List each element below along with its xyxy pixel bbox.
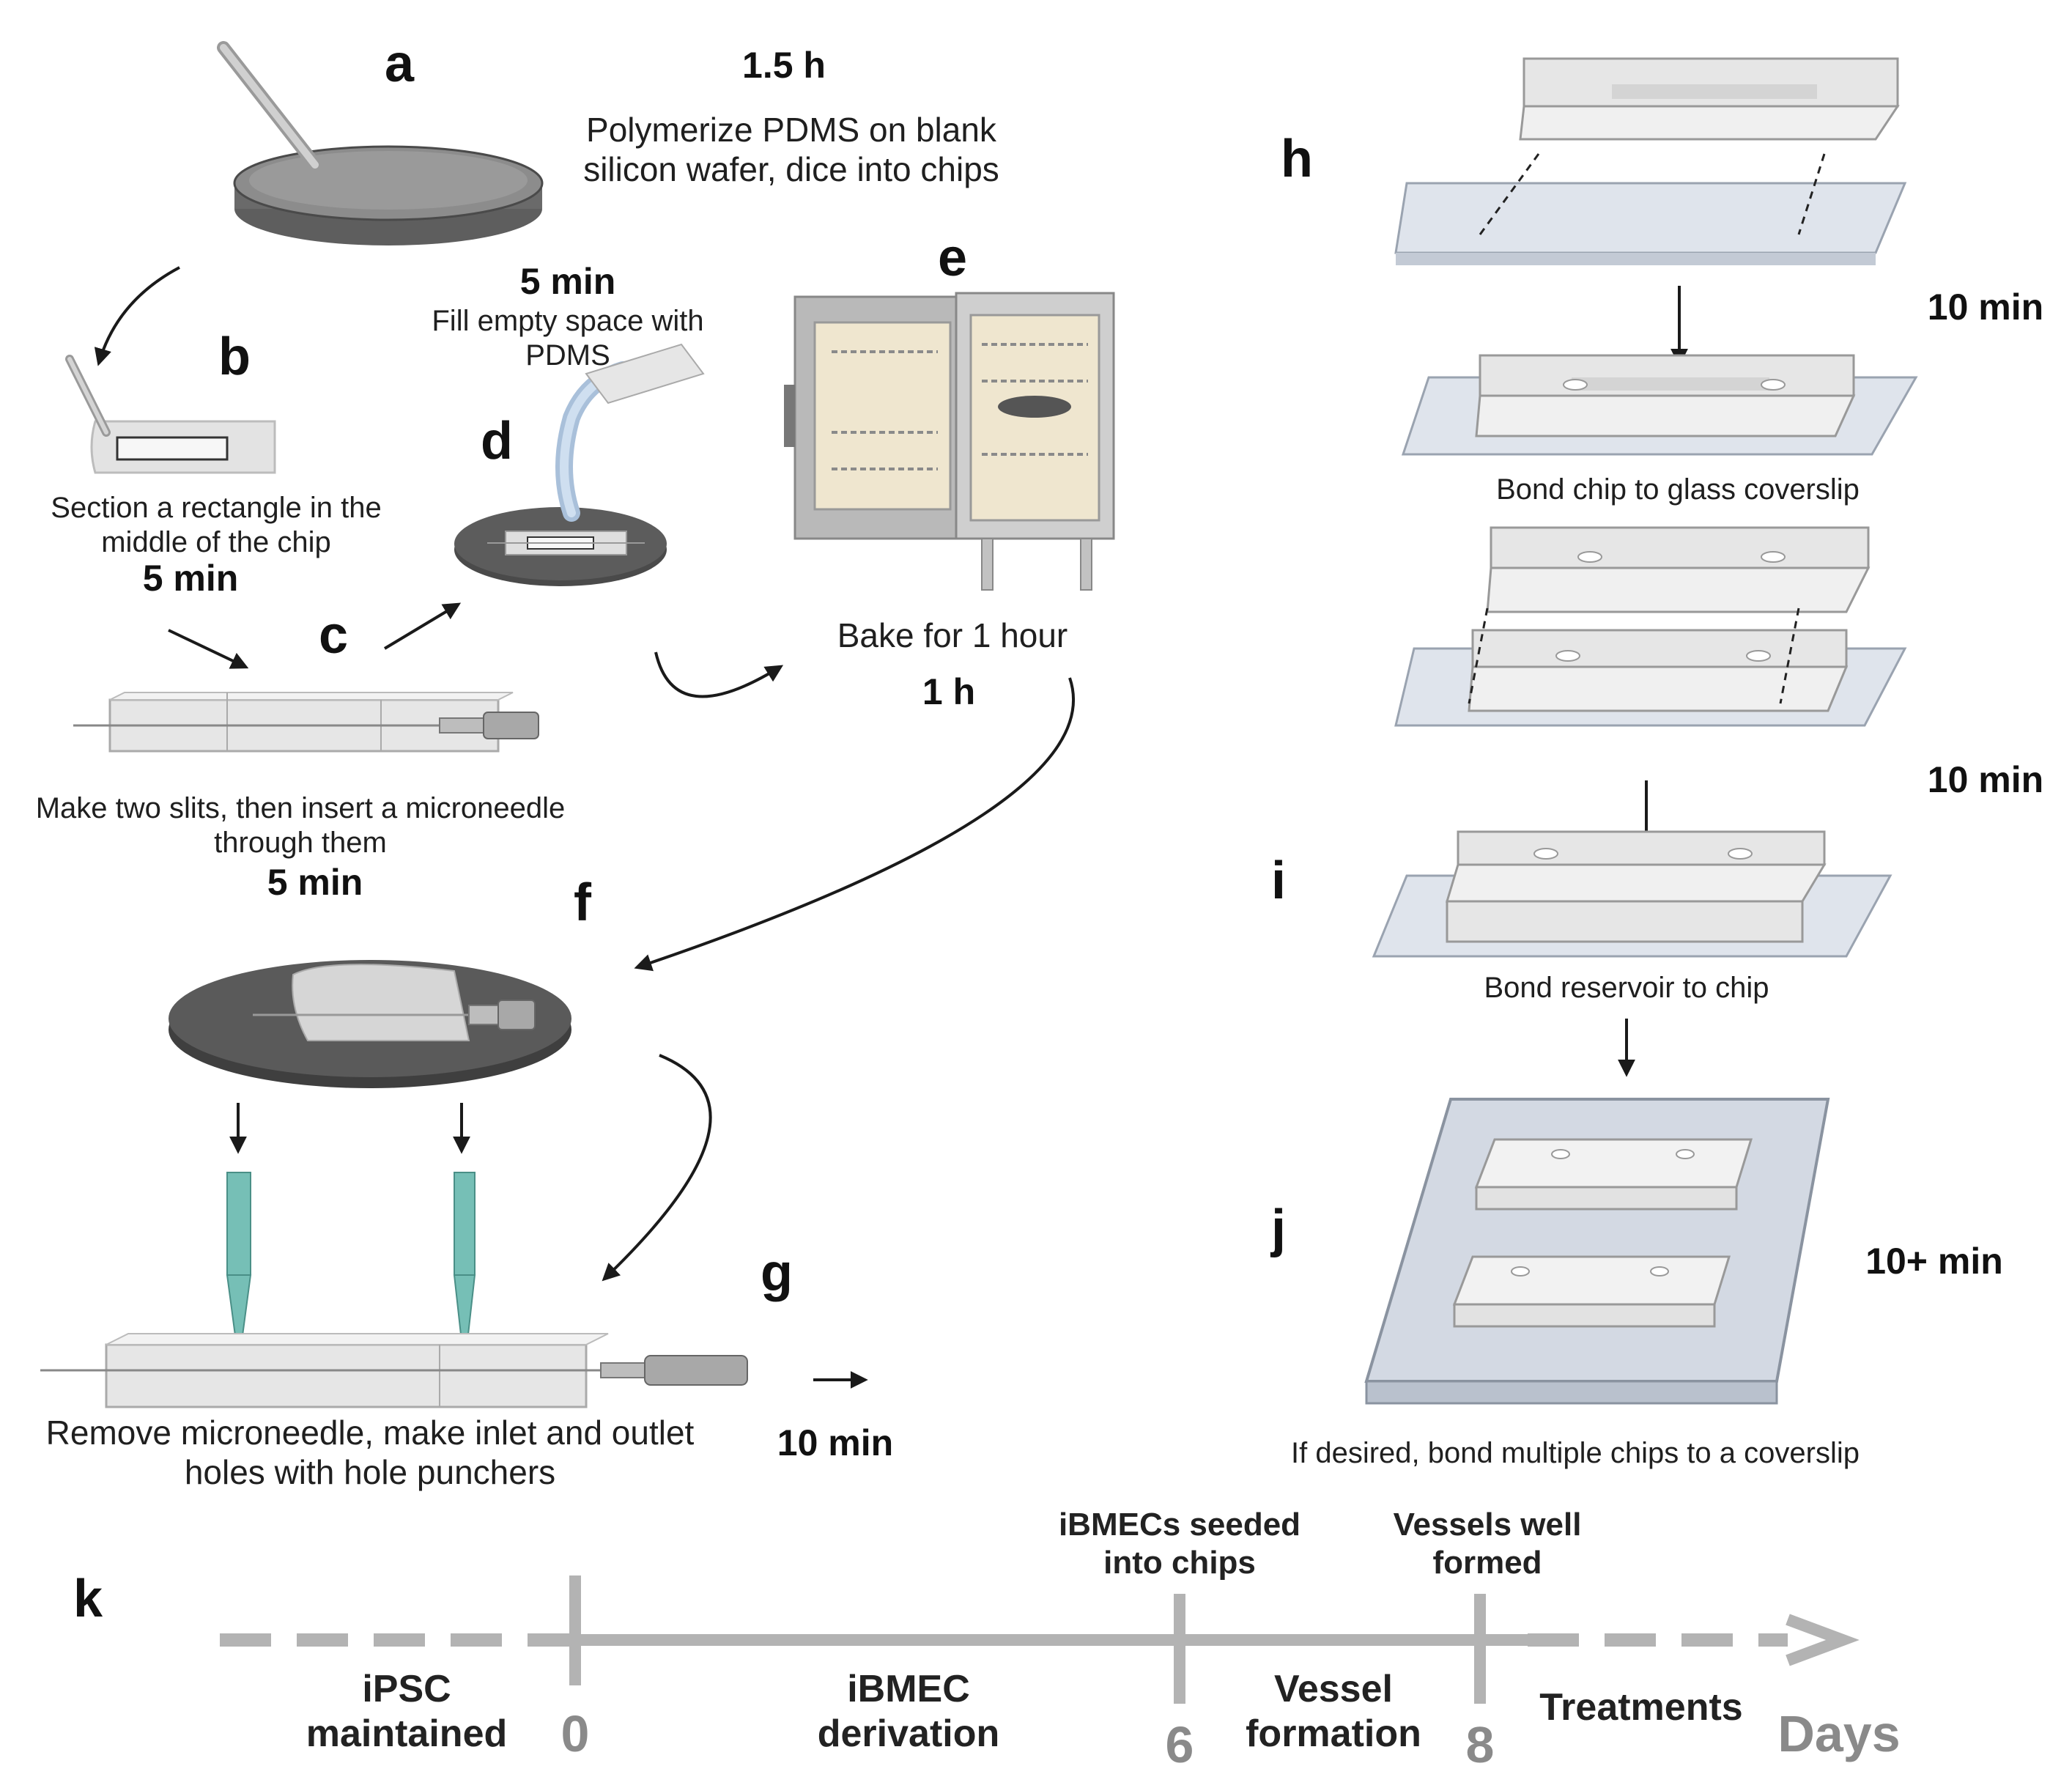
pipette-icon [217, 41, 322, 171]
arrow-c-to-d [383, 602, 462, 650]
arrow-f-to-g [602, 1054, 712, 1282]
bonded-chip-h [1401, 354, 1918, 456]
time-j: 10+ min [1865, 1241, 2003, 1282]
time-h: 10 min [1927, 287, 2044, 328]
phase-treatments: Treatments [1539, 1686, 1743, 1729]
microneedle-icon [439, 712, 539, 739]
time-d: 5 min [519, 261, 616, 302]
phase-ipsc: iPSC maintained [306, 1668, 508, 1756]
time-e: 1 h [922, 671, 976, 712]
time-g: 10 min [777, 1422, 894, 1463]
timeline [220, 1575, 1860, 1704]
chip-top-h [1519, 57, 1900, 141]
arrow-d-to-e [654, 651, 784, 698]
tick-label-6: 6 [1165, 1716, 1194, 1773]
caption-h: Bond chip to glass coverslip [1496, 473, 1860, 506]
panel-label-j: j [1270, 1200, 1286, 1258]
event-vessels-formed: Vessels well formed [1393, 1507, 1582, 1581]
caption-g: Remove microneedle, make inlet and outle… [45, 1414, 695, 1492]
bonded-reservoir-i [1372, 830, 1892, 958]
guide-line-left-i [1468, 607, 1489, 704]
panel-label-k: k [73, 1570, 103, 1628]
time-b: 5 min [142, 558, 239, 599]
arrow-b-to-c [168, 629, 249, 669]
panel-label-f: f [574, 873, 591, 932]
panel-label-e: e [937, 229, 968, 287]
hole-puncher-icon [226, 1172, 476, 1342]
phase-ibmec: iBMEC derivation [817, 1668, 1000, 1756]
caption-j: If desired, bond multiple chips to a cov… [1291, 1437, 1860, 1469]
guide-line-left-h [1479, 153, 1540, 235]
chip-cut-illustration [90, 420, 276, 474]
coverslip-icon [1394, 182, 1907, 265]
panel-label-b: b [218, 328, 251, 386]
chip-with-holes [40, 1333, 748, 1408]
reservoir-top [1486, 526, 1871, 613]
caption-i: Bond reservoir to chip [1484, 972, 1769, 1004]
dish-pdms-fill [454, 343, 705, 586]
tick-label-0: 0 [560, 1705, 590, 1762]
time-i: 10 min [1927, 759, 2044, 800]
caption-e: Bake for 1 hour [837, 616, 1068, 654]
axis-label-days: Days [1777, 1705, 1901, 1762]
tick-label-8: 8 [1465, 1716, 1495, 1773]
caption-c: Make two slits, then insert a microneedl… [35, 792, 566, 860]
time-a: 1.5 h [742, 45, 826, 86]
bonded-chip-lower [1394, 629, 1907, 727]
time-c: 5 min [267, 862, 363, 903]
panel-label-a: a [384, 34, 415, 93]
scalpel-icon [65, 355, 111, 437]
phase-vessel: Vessel formation [1246, 1668, 1421, 1756]
oven-icon [784, 292, 1115, 591]
petri-dish-icon [233, 145, 544, 245]
panel-label-d: d [481, 412, 513, 470]
cured-chip-on-dish [169, 960, 571, 1088]
timeline-arrowhead [1786, 1614, 1860, 1666]
panel-label-h: h [1281, 130, 1313, 188]
arrow-e-to-f [634, 677, 1075, 972]
caption-d: Fill empty space with PDMS [432, 305, 704, 372]
guide-line-right-i [1779, 607, 1800, 704]
caption-a: Polymerize PDMS on blank silicon wafer, … [583, 111, 999, 189]
arrow-a-to-b [94, 266, 180, 366]
panel-label-i: i [1270, 851, 1286, 910]
panel-label-c: c [318, 606, 349, 665]
event-seeded: iBMECs seeded into chips [1058, 1507, 1301, 1581]
panel-label-g: g [761, 1244, 793, 1302]
guide-line-right-h [1797, 153, 1826, 235]
caption-b: Section a rectangle in the middle of the… [51, 492, 382, 559]
chip-with-microneedle [73, 692, 514, 753]
multi-chip-coverslip [1364, 1098, 1830, 1405]
